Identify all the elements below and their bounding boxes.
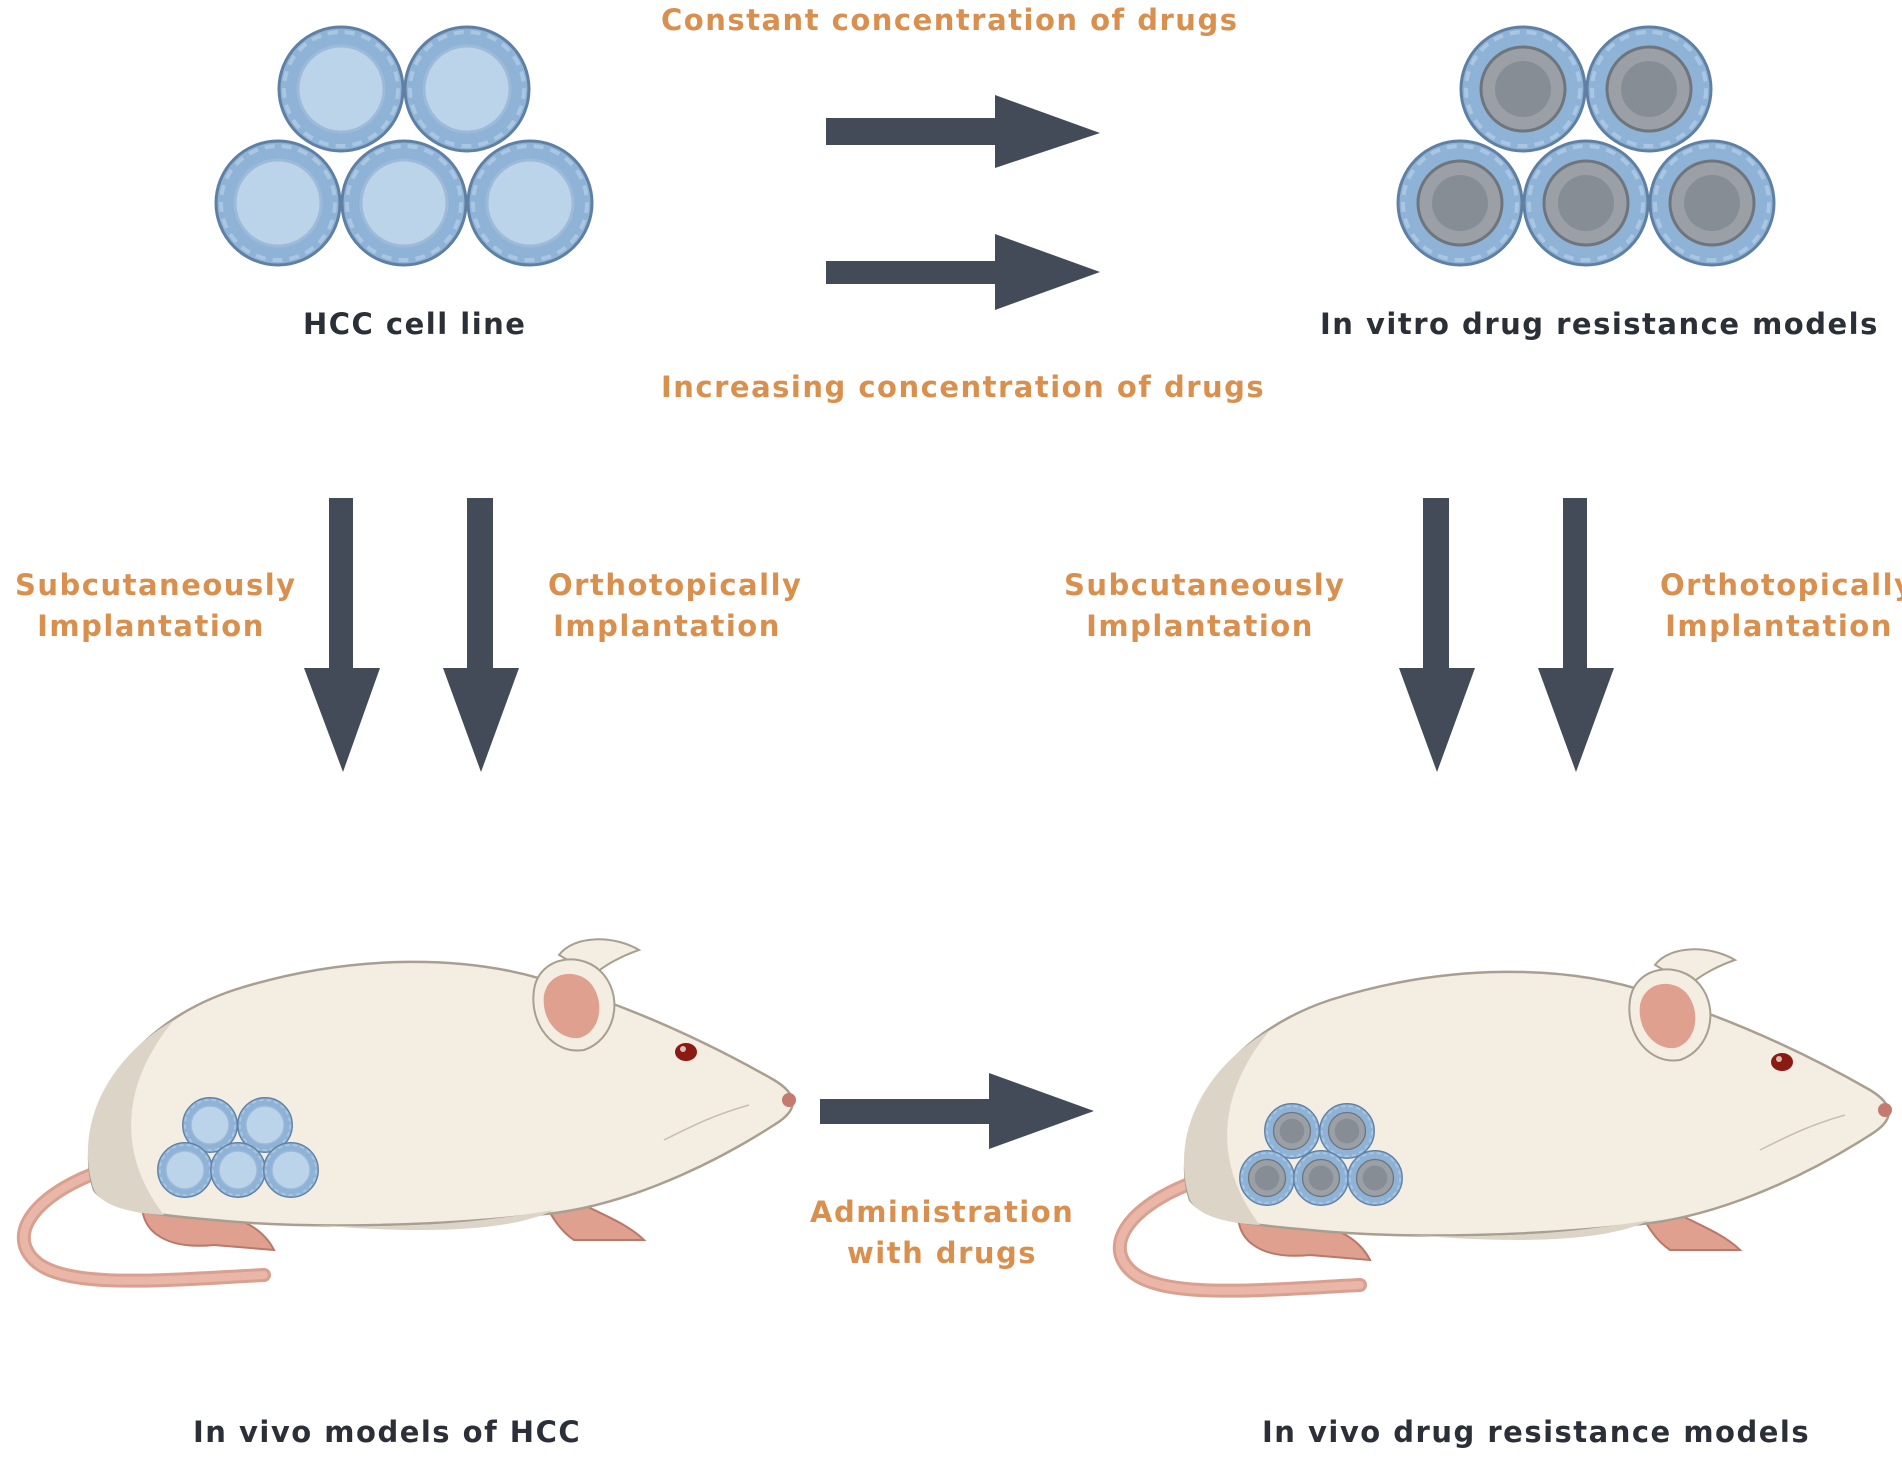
increasing-concentration-label: Increasing concentration of drugs — [661, 370, 1266, 404]
administration-arrow-icon — [820, 1073, 1094, 1149]
mouse-resistance-icon — [1120, 949, 1892, 1290]
right-subcutaneous-arrow-icon — [1399, 498, 1475, 772]
right-orthotopic-line-2: Implantation — [1665, 609, 1893, 643]
hcc-cell-cluster-icon — [214, 25, 594, 267]
left-orthotopic-line-2: Implantation — [553, 609, 781, 643]
right-orthotopic-arrow-icon — [1538, 498, 1614, 772]
left-orthotopic-arrow-icon — [443, 498, 519, 772]
in-vivo-resistance-label: In vivo drug resistance models — [1262, 1415, 1811, 1449]
constant-concentration-label: Constant concentration of drugs — [661, 3, 1239, 37]
in-vitro-models-label: In vitro drug resistance models — [1320, 307, 1879, 341]
in-vivo-hcc-label: In vivo models of HCC — [193, 1415, 582, 1449]
left-subcutaneous-line-2: Implantation — [37, 609, 265, 643]
administration-label: Administration with drugs — [810, 1192, 1074, 1274]
constant-arrow-icon — [826, 95, 1100, 168]
right-subcutaneous-line-1: Subcutaneously — [1064, 568, 1346, 602]
administration-line-1: Administration — [810, 1195, 1075, 1229]
left-subcutaneous-line-1: Subcutaneously — [15, 568, 297, 602]
left-subcutaneous-arrow-icon — [304, 498, 380, 772]
right-subcutaneous-line-2: Implantation — [1086, 609, 1314, 643]
increasing-arrow-icon — [826, 234, 1100, 310]
right-subcutaneous-label: Subcutaneously Implantation — [1064, 565, 1346, 647]
left-subcutaneous-label: Subcutaneously Implantation — [15, 565, 297, 647]
right-orthotopic-line-1: Orthotopically — [1660, 568, 1902, 602]
hcc-cell-line-label: HCC cell line — [303, 307, 527, 341]
administration-line-2: with drugs — [846, 1236, 1038, 1270]
left-orthotopic-label: Orthotopically Implantation — [548, 565, 803, 647]
right-orthotopic-label: Orthotopically Implantation — [1660, 565, 1902, 647]
resistant-cell-cluster-icon — [1396, 25, 1776, 267]
left-orthotopic-line-1: Orthotopically — [548, 568, 803, 602]
mouse-hcc-icon — [24, 939, 796, 1280]
